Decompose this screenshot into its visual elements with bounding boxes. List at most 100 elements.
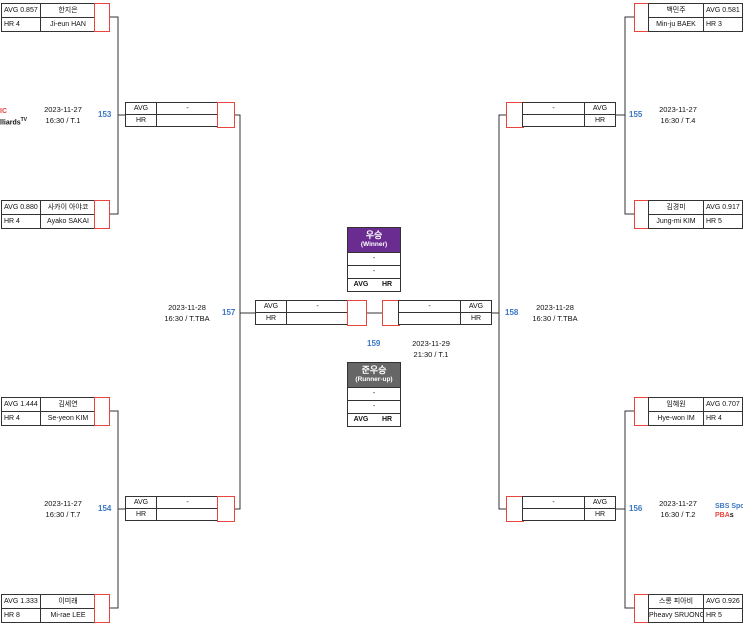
- player-korean-name: 사카이 아야코: [47, 204, 89, 211]
- schedule-155: 2023-11-27 16:30 / T.4: [638, 104, 718, 126]
- hr-label: HR: [126, 509, 157, 520]
- sbs-sports-pba-logo: SBS Spo PBAs: [715, 502, 743, 520]
- avg-value: -: [186, 499, 189, 506]
- score-tab: [94, 397, 110, 426]
- avg-label: AVG: [126, 497, 157, 508]
- player-card-lee-mirae: AVG 1.333 이미래 HR 8 Mi-rae LEE: [1, 594, 96, 623]
- match-number-154: 154: [98, 504, 112, 513]
- winner-header: 우승 (Winner): [348, 228, 400, 252]
- logo-top-text: IC: [0, 108, 7, 115]
- score-tab: [94, 3, 110, 32]
- match-date: 2023-11-27: [44, 499, 82, 508]
- player-korean-name: 임혜원: [666, 401, 686, 408]
- match-number-156: 156: [629, 504, 643, 513]
- hr-label: HR: [584, 115, 615, 126]
- match-date: 2023-11-27: [44, 105, 82, 114]
- schedule-158: 2023-11-28 16:30 / T.TBA: [515, 302, 595, 324]
- logo-bottom-text: PBA: [715, 512, 730, 519]
- hr-label: HR: [256, 313, 287, 324]
- logo-bottom-tail: s: [729, 512, 734, 519]
- player-avg: AVG 0.857: [2, 4, 41, 17]
- avg-value: -: [316, 303, 319, 310]
- score-tab: [217, 102, 235, 128]
- player-avg: AVG 0.917: [703, 201, 742, 214]
- runnerup-box: 준우승 (Runner-up) - - AVG HR: [347, 362, 401, 427]
- hr-value: [523, 509, 584, 520]
- match-time: 16:30 / T.4: [660, 116, 696, 125]
- player-hr: HR 5: [703, 215, 742, 228]
- player-korean-name: 이미래: [58, 598, 78, 605]
- match-number-157: 157: [222, 308, 236, 317]
- player-english-name: Mi-rae LEE: [50, 612, 86, 619]
- match-154-result: AVG - HR: [125, 496, 219, 521]
- match-date: 2023-11-29: [412, 339, 450, 348]
- match-time: 16:30 / T.7: [45, 510, 81, 519]
- player-english-name: Ayako SAKAI: [47, 218, 89, 225]
- avg-label: AVG: [256, 301, 287, 312]
- match-number-153: 153: [98, 110, 112, 119]
- logo-bottom-text: lliards: [0, 119, 21, 127]
- player-english-name: Hye-won IM: [657, 415, 695, 422]
- hr-label: HR: [381, 281, 393, 288]
- billiards-tv-logo: IC lliardsTV: [0, 107, 27, 127]
- player-hr: HR 5: [703, 609, 742, 622]
- player-card-kim-jungmi: AVG 0.917 김경미 HR 5 Jung-mi KIM: [648, 200, 743, 229]
- logo-top-text: SBS Spo: [715, 503, 743, 510]
- player-hr: HR 3: [703, 18, 742, 31]
- match-time: 16:30 / T.2: [660, 510, 696, 519]
- player-korean-name: 김경미: [666, 204, 686, 211]
- schedule-157: 2023-11-28 16:30 / T.TBA: [147, 302, 227, 324]
- match-number-158: 158: [505, 308, 519, 317]
- player-avg: AVG 0.707: [703, 398, 742, 411]
- avg-label: AVG: [353, 281, 369, 288]
- player-card-im: AVG 0.707 임혜원 HR 4 Hye-won IM: [648, 397, 743, 426]
- match-date: 2023-11-27: [659, 499, 697, 508]
- score-tab: [347, 300, 367, 326]
- avg-value: -: [552, 499, 555, 506]
- player-avg: AVG 0.880: [2, 201, 41, 214]
- score-tab: [94, 594, 110, 623]
- runnerup-subtitle: (Runner-up): [355, 376, 393, 383]
- hr-label: HR: [381, 416, 393, 423]
- hr-value: [287, 313, 348, 324]
- avg-value: -: [186, 105, 189, 112]
- match-158-result: AVG- HR: [398, 300, 492, 325]
- avg-label: AVG: [353, 416, 369, 423]
- match-time: 21:30 / T.1: [413, 350, 449, 359]
- runnerup-stats: AVG HR: [348, 413, 400, 426]
- hr-label: HR: [126, 115, 157, 126]
- match-number-155: 155: [629, 110, 643, 119]
- player-english-name: Ji-eun HAN: [50, 21, 86, 28]
- player-avg: AVG 1.444: [2, 398, 41, 411]
- runnerup-name-en: -: [348, 400, 400, 413]
- match-date: 2023-11-28: [168, 303, 206, 312]
- winner-stats: AVG HR: [348, 278, 400, 291]
- runnerup-header: 준우승 (Runner-up): [348, 363, 400, 387]
- player-english-name: Min-ju BAEK: [656, 21, 696, 28]
- logo-sup-text: TV: [20, 117, 28, 123]
- avg-label: AVG: [584, 103, 615, 114]
- player-english-name: Pheavy SRUONG: [649, 612, 703, 619]
- match-155-result: AVG - HR: [522, 102, 616, 127]
- player-korean-name: 김세연: [58, 401, 78, 408]
- winner-box: 우승 (Winner) - - AVG HR: [347, 227, 401, 292]
- player-hr: HR 4: [2, 18, 41, 31]
- player-avg: AVG 0.926: [703, 595, 742, 608]
- schedule-156: 2023-11-27 16:30 / T.2: [638, 498, 718, 520]
- avg-value: -: [552, 105, 555, 112]
- player-hr: HR 4: [703, 412, 742, 425]
- match-156-result: AVG- HR: [522, 496, 616, 521]
- player-english-name: Jung-mi KIM: [656, 218, 696, 225]
- player-hr: HR 8: [2, 609, 41, 622]
- winner-name: -: [348, 252, 400, 265]
- winner-name-en: -: [348, 265, 400, 278]
- player-avg: AVG 1.333: [2, 595, 41, 608]
- schedule-153: 2023-11-27 16:30 / T.1: [23, 104, 103, 126]
- hr-value: [157, 115, 218, 126]
- player-english-name: Se-yeon KIM: [47, 415, 89, 422]
